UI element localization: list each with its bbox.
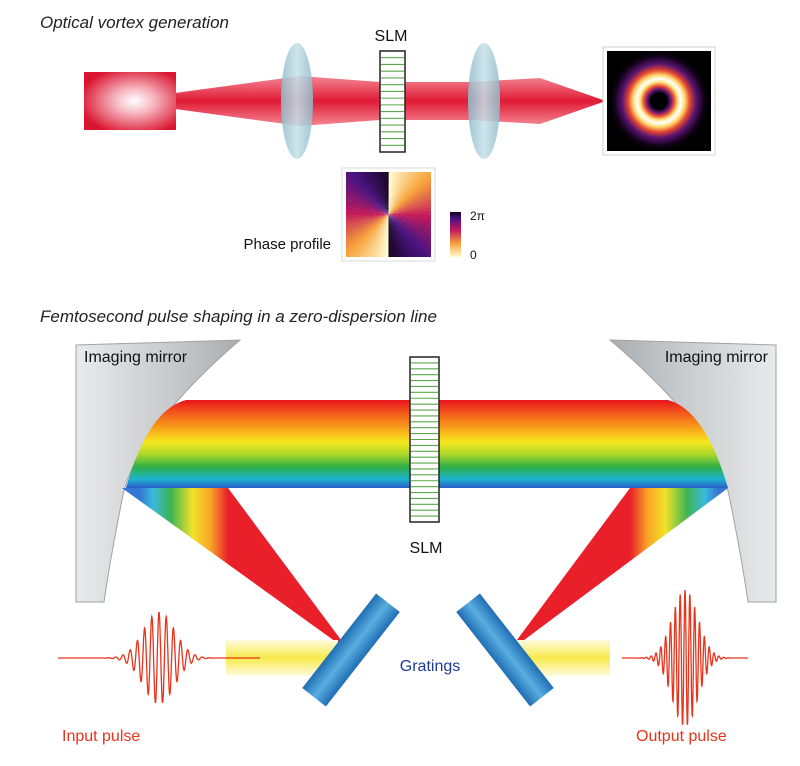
right-mirror-label: Imaging mirror [665,349,769,366]
phase-profile-image [341,167,436,262]
colorbar-max-label: 2π [470,209,485,223]
colorbar-min-label: 0 [470,248,477,262]
spectral-fan-right [508,488,728,652]
bottom-title: Femtosecond pulse shaping in a zero-disp… [40,307,437,326]
input-pulse-label: Input pulse [62,728,140,745]
slm-bottom [409,356,440,523]
output-pulse-label: Output pulse [636,728,727,745]
imaging-mirror-right [608,339,777,603]
spectral-fan-left [122,488,350,652]
laser-source [84,72,176,130]
input-pulse-waveform [58,611,260,703]
imaging-mirror-left [75,339,242,603]
lens-right [468,43,500,159]
grating-left [302,593,400,707]
vortex-output [602,46,716,156]
slm-top [379,50,406,153]
output-pulse-waveform [622,589,748,725]
phase-colorbar [450,212,461,257]
left-mirror-label: Imaging mirror [84,349,188,366]
top-title: Optical vortex generation [40,13,229,32]
slm-bottom-label: SLM [410,540,443,557]
gratings-label: Gratings [400,658,460,675]
slm-top-label: SLM [375,28,408,45]
grating-right [456,593,554,707]
phase-profile-label: Phase profile [243,236,331,253]
lens-left [281,43,313,159]
